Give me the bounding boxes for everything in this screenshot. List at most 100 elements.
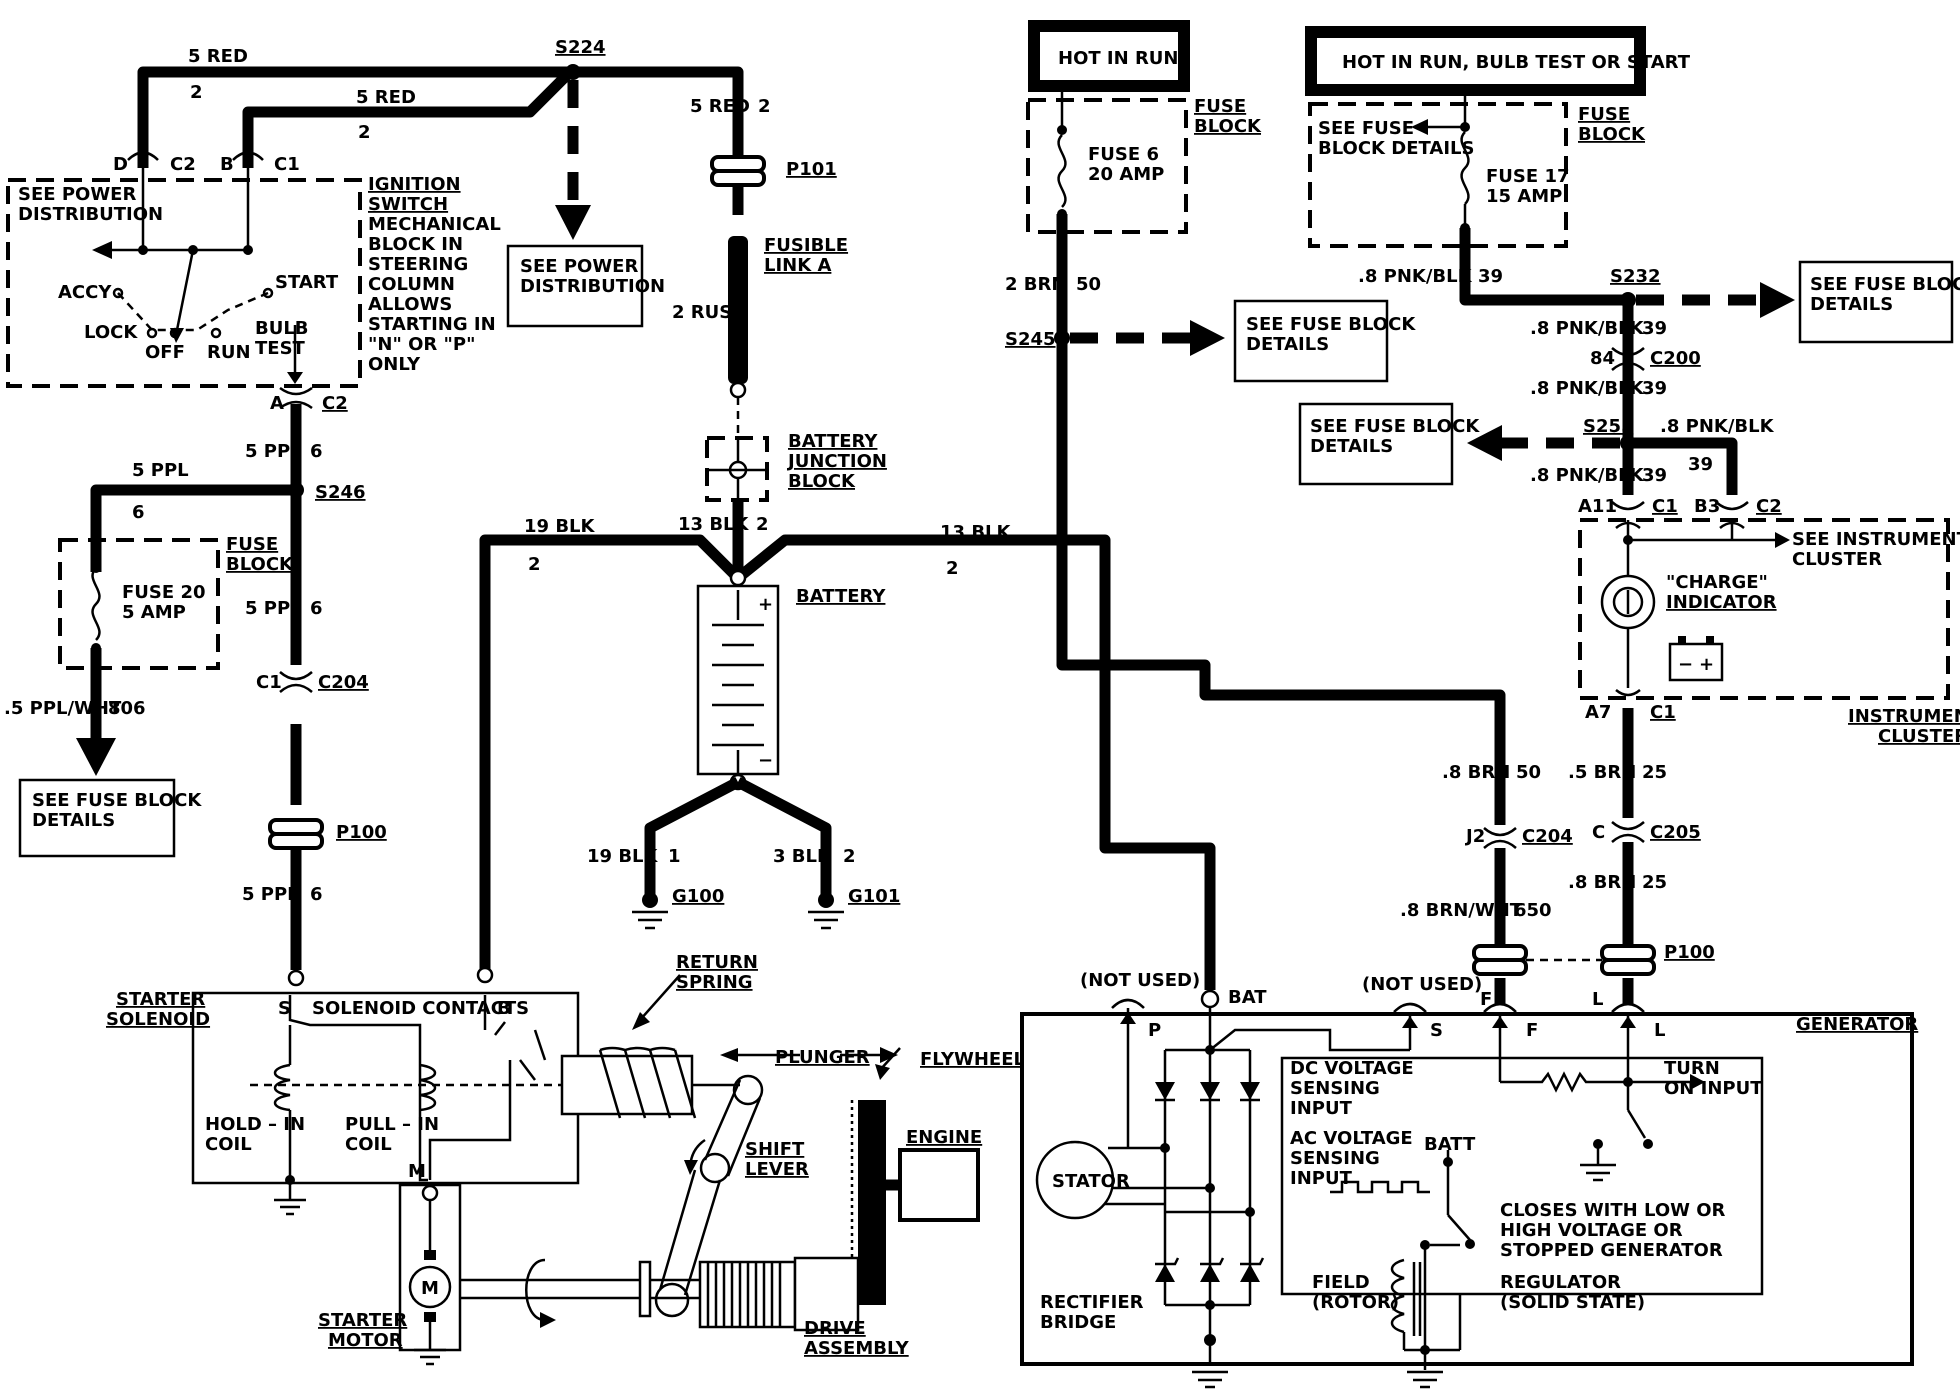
ignition-label: STARTING IN — [368, 314, 496, 335]
wire-number: 2 — [758, 96, 771, 117]
box-text: SEE FUSE BLOCK — [1810, 274, 1960, 295]
box-text: DISTRIBUTION — [520, 276, 665, 297]
connector-label: C1 — [1652, 496, 1678, 517]
hot-in-run-box — [1028, 20, 1190, 92]
wire-label: 5 RED — [188, 46, 248, 67]
splice-label: S224 — [555, 37, 606, 58]
regulator-label: (SOLID STATE) — [1500, 1292, 1645, 1313]
wire-label: .8 PNK/BLK — [1358, 266, 1473, 287]
solenoid-contacts-label: SOLENOID CONTACTS — [312, 998, 529, 1019]
pin-label: A11 — [1578, 496, 1617, 517]
box-text: SEE INSTRUMENT — [1792, 529, 1960, 550]
pin-label: D — [113, 154, 128, 175]
solenoid-label: SOLENOID — [106, 1009, 210, 1030]
instrument-cluster-internals — [1600, 520, 1790, 688]
wire-number: 6 — [310, 884, 323, 905]
ground-symbols — [632, 892, 844, 930]
box-text: BLOCK DETAILS — [1318, 138, 1474, 159]
ignition-label: ALLOWS — [368, 294, 452, 315]
generator-label: GENERATOR — [1796, 1014, 1918, 1035]
engine-label: ENGINE — [906, 1127, 982, 1148]
cluster-label: CLUSTER — [1878, 726, 1960, 747]
wire-label: 5 RED — [690, 96, 750, 117]
connector-label: C205 — [1650, 822, 1701, 843]
p100-connector — [268, 818, 324, 836]
box-text: SEE FUSE BLOCK — [32, 790, 202, 811]
wire-number: 650 — [1514, 900, 1552, 921]
splice-label: S246 — [315, 482, 366, 503]
wire-label: 5 PPL — [242, 884, 299, 905]
fuse-label: 20 AMP — [1088, 164, 1164, 185]
ignition-label: ONLY — [368, 354, 421, 375]
terminal-label: F — [1526, 1020, 1538, 1041]
hot-label: HOT IN RUN — [1058, 48, 1178, 69]
box-text: SEE FUSE BLOCK — [1310, 416, 1480, 437]
motor-label: MOTOR — [328, 1330, 403, 1351]
wire-label: .5 PPL/WHT — [4, 698, 122, 719]
regulator-text: SENSING — [1290, 1148, 1380, 1169]
terminal-note: (NOT USED) — [1080, 970, 1200, 991]
flywheel-label: FLYWHEEL — [920, 1049, 1025, 1070]
fuse-label: FUSE 17 — [1486, 166, 1570, 187]
regulator-text: DC VOLTAGE — [1290, 1058, 1414, 1079]
cluster-label: INSTRUMENT — [1848, 706, 1960, 727]
fuse-17-box — [1308, 102, 1568, 248]
box-text: SEE POWER — [18, 184, 136, 205]
switch-position: OFF — [145, 342, 185, 363]
flywheel — [858, 1100, 886, 1305]
terminal-label: L — [1592, 989, 1603, 1010]
ignition-label: MECHANICAL — [368, 214, 501, 235]
fusible-label: LINK A — [764, 255, 831, 276]
wire-number: 806 — [108, 698, 146, 719]
wire-label: 13 BLK — [678, 514, 750, 535]
regulator-text: AC VOLTAGE — [1290, 1128, 1413, 1149]
terminal-label: BAT — [1228, 987, 1267, 1008]
battery-minus: − — [758, 750, 773, 771]
regulator-label: REGULATOR — [1500, 1272, 1621, 1293]
ignition-label: STEERING — [368, 254, 468, 275]
wire-number: 39 — [1642, 318, 1667, 339]
box-text: SEE FUSE BLOCK — [1246, 314, 1416, 335]
regulator-text: SENSING — [1290, 1078, 1380, 1099]
pin-label: B3 — [1694, 496, 1720, 517]
wire-number: 39 — [1642, 465, 1667, 486]
fuse-block-label: BLOCK — [1578, 124, 1646, 145]
see-fuse-block-box — [1298, 402, 1454, 486]
indicator-label: "CHARGE" — [1666, 572, 1768, 593]
connector-label: P101 — [786, 159, 837, 180]
wire-number: 50 — [1076, 274, 1101, 295]
ignition-label: SWITCH — [368, 194, 448, 215]
pin-label: 84 — [1590, 348, 1615, 369]
regulator-text: CLOSES WITH LOW OR — [1500, 1200, 1726, 1221]
p101-connector — [710, 155, 766, 440]
wire-label: .8 PNK/BLK — [1530, 465, 1645, 486]
wire-label: 5 PPL — [245, 598, 302, 619]
connector-label: C1 — [1650, 702, 1676, 723]
box-text: CLUSTER — [1792, 549, 1882, 570]
wire-label: 19 BLK — [524, 516, 596, 537]
fuse-label: FUSE 6 — [1088, 144, 1159, 165]
regulator-text: INPUT — [1290, 1098, 1353, 1119]
pin-label: C1 — [256, 672, 282, 693]
connector-label: C204 — [1522, 826, 1573, 847]
wire-label: 2 RUST — [672, 302, 745, 323]
connector-label: C1 — [274, 154, 300, 175]
junction-label: BATTERY — [788, 431, 878, 452]
rectifier-label: RECTIFIER — [1040, 1292, 1144, 1313]
wire-number: 39 — [1688, 454, 1713, 475]
switch-position: START — [275, 272, 339, 293]
regulator-text: HIGH VOLTAGE OR — [1500, 1220, 1683, 1241]
motor-label: STARTER — [318, 1310, 407, 1331]
wire-number: 25 — [1642, 762, 1667, 783]
connector-label: C204 — [318, 672, 369, 693]
see-fuse-block-box — [18, 778, 176, 858]
wire-number: 6 — [132, 502, 145, 523]
hot-label: HOT IN RUN, BULB TEST OR START — [1342, 52, 1691, 73]
ground-label: G100 — [672, 886, 724, 907]
terminal-label: L — [1654, 1020, 1665, 1041]
box-text: DETAILS — [1810, 294, 1893, 315]
switch-position: LOCK — [84, 322, 138, 343]
wire-label: 19 BLK — [587, 846, 659, 867]
pin-label: A — [270, 393, 284, 414]
